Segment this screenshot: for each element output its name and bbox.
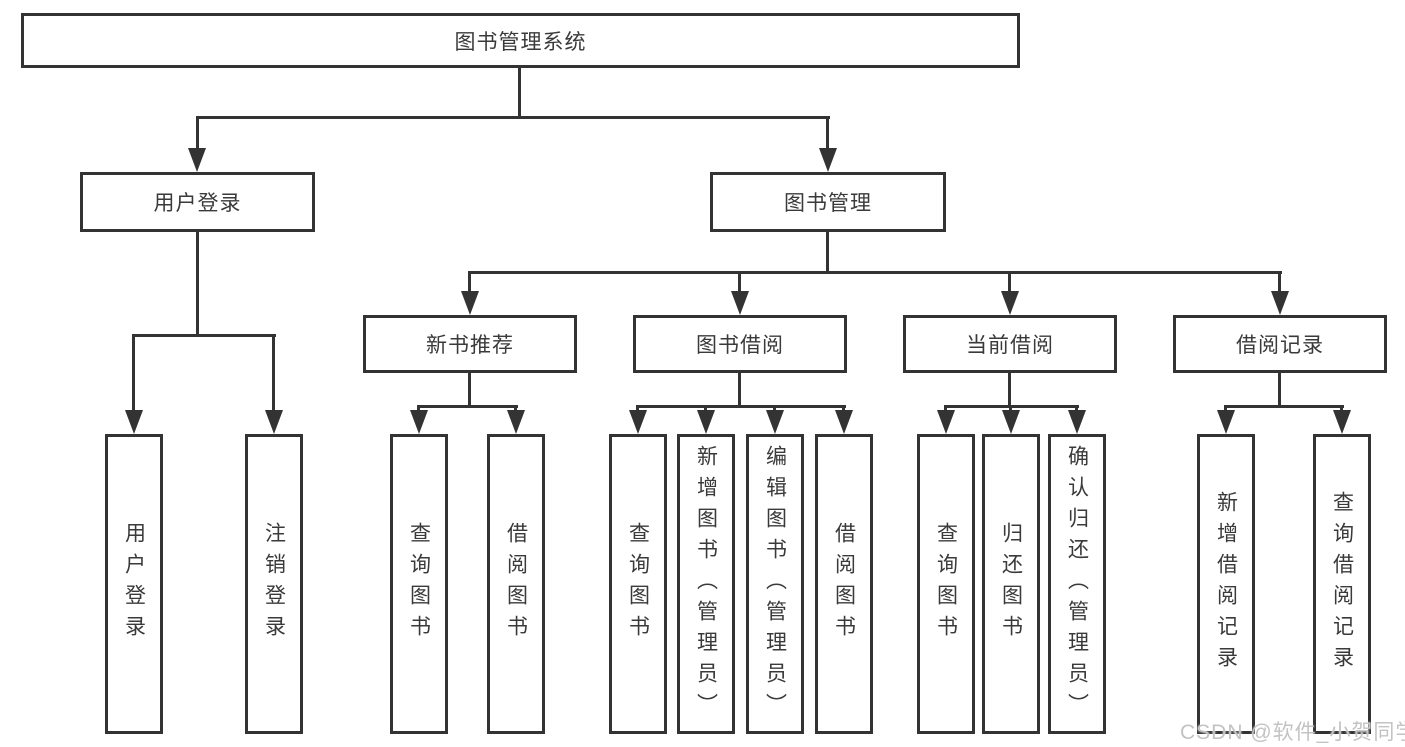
arrow-down-icon [410,410,428,434]
leaf-query-books-borrow: 查询图书 [609,434,667,734]
arrow-down-icon [819,148,837,172]
connector-user-login-bus [132,334,276,337]
connector-bus [1224,405,1344,408]
arrow-down-icon [507,410,525,434]
leaf-label: 归还图书 [999,522,1023,646]
node-new-book-recommend: 新书推荐 [363,315,577,373]
arrow-down-icon [731,291,749,315]
connector-stub [132,334,135,412]
arrow-down-icon [265,410,283,434]
node-book-management: 图书管理 [710,172,946,232]
leaf-return-books: 归还图书 [982,434,1040,734]
leaf-label: 借阅图书 [832,522,856,646]
leaf-label: 新增借阅记录 [1214,491,1238,677]
arrow-down-icon [835,410,853,434]
leaf-add-books-admin: 新增图书（管理员） [677,434,735,734]
leaf-label: 借阅图书 [504,522,528,646]
connector-stub [738,271,741,293]
leaf-label: 查询借阅记录 [1330,491,1354,677]
connector-bus [417,405,518,408]
node-root: 图书管理系统 [21,13,1020,68]
leaf-query-books-current: 查询图书 [917,434,975,734]
leaf-label: 编辑图书（管理员） [763,444,787,724]
arrow-down-icon [1271,291,1289,315]
node-borrow-records-label: 借阅记录 [1236,334,1324,357]
leaf-user-login: 用户登录 [105,434,163,734]
node-book-borrow-label: 图书借阅 [696,334,784,357]
connector-stub [826,116,829,152]
arrow-down-icon [125,410,143,434]
node-book-management-label: 图书管理 [784,192,872,215]
leaf-label: 用户登录 [122,522,146,646]
csdn-watermark: CSDN @软件_小贺同学 [1180,721,1405,744]
leaf-borrow-books: 借阅图书 [815,434,873,734]
connector-bus [636,405,846,408]
connector-level3-bus [468,271,1282,274]
leaf-label: 注销登录 [262,522,286,646]
connector-user-login-stem [196,232,199,337]
arrow-down-icon [1333,410,1351,434]
node-borrow-records: 借阅记录 [1173,315,1387,373]
node-new-book-recommend-label: 新书推荐 [426,334,514,357]
arrow-down-icon [188,148,206,172]
node-book-borrow: 图书借阅 [633,315,847,373]
connector-stub [1008,271,1011,293]
arrow-down-icon [1068,410,1086,434]
leaf-label: 新增图书（管理员） [694,444,718,724]
leaf-label: 确认归还（管理员） [1065,444,1089,724]
arrow-down-icon [937,410,955,434]
arrow-down-icon [1217,410,1235,434]
leaf-confirm-return-admin: 确认归还（管理员） [1048,434,1106,734]
connector-root-stem [518,68,521,118]
leaf-label: 查询图书 [626,522,650,646]
arrow-down-icon [629,410,647,434]
leaf-query-books-recommend: 查询图书 [390,434,448,734]
arrow-down-icon [461,291,479,315]
node-current-borrow: 当前借阅 [903,315,1117,373]
arrow-down-icon [766,410,784,434]
connector-book-management-stem [826,232,829,274]
leaf-label: 查询图书 [407,522,431,646]
arrow-down-icon [1001,291,1019,315]
arrow-down-icon [1002,410,1020,434]
leaf-add-borrow-record: 新增借阅记录 [1197,434,1255,734]
connector-stem [738,373,741,407]
connector-stub [1278,271,1281,293]
leaf-query-borrow-record: 查询借阅记录 [1313,434,1371,734]
node-user-login-label: 用户登录 [153,192,242,215]
leaf-logout: 注销登录 [245,434,303,734]
leaf-borrow-books-recommend: 借阅图书 [487,434,545,734]
leaf-edit-books-admin: 编辑图书（管理员） [746,434,804,734]
connector-stem [468,373,471,407]
connector-stub [272,334,275,412]
node-root-label: 图书管理系统 [454,30,587,54]
connector-stub [196,116,199,152]
node-user-login: 用户登录 [80,172,315,232]
arrow-down-icon [697,410,715,434]
connector-stem [1008,373,1011,407]
node-current-borrow-label: 当前借阅 [966,334,1054,357]
leaf-label: 查询图书 [934,522,958,646]
connector-level2-bus [196,116,830,119]
connector-stem [1278,373,1281,407]
connector-stub [468,271,471,293]
